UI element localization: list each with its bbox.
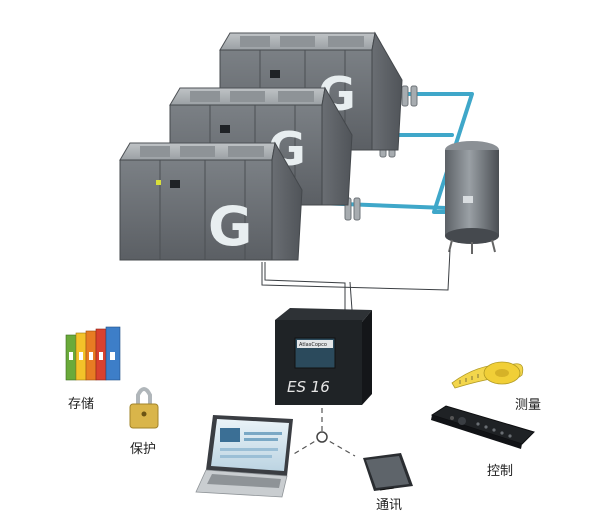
smartphone-icon [363,453,413,491]
measuring-tape-icon [451,361,524,389]
compressor-logo: G [208,195,252,258]
controller-model: ES 16 [287,378,330,396]
es16-controller: AtlasCopco ES 16 [275,308,372,405]
measure-label: 测量 [515,398,542,413]
protect-label: 保护 [130,442,157,457]
comm-lines [291,408,356,457]
remote-control-icon [430,405,535,449]
comm-hub-node [316,431,328,443]
control-label: 控制 [487,464,514,479]
control-wiring [261,249,451,311]
padlock-icon [129,387,159,429]
communication-label: 通讯 [376,498,403,513]
laptop-icon [195,415,293,498]
binders-icon [65,326,121,381]
air-receiver-tank [445,141,499,254]
storage-label: 存储 [68,397,95,412]
compressor-front: G [119,141,303,261]
controller-brand: AtlasCopco [299,342,327,348]
